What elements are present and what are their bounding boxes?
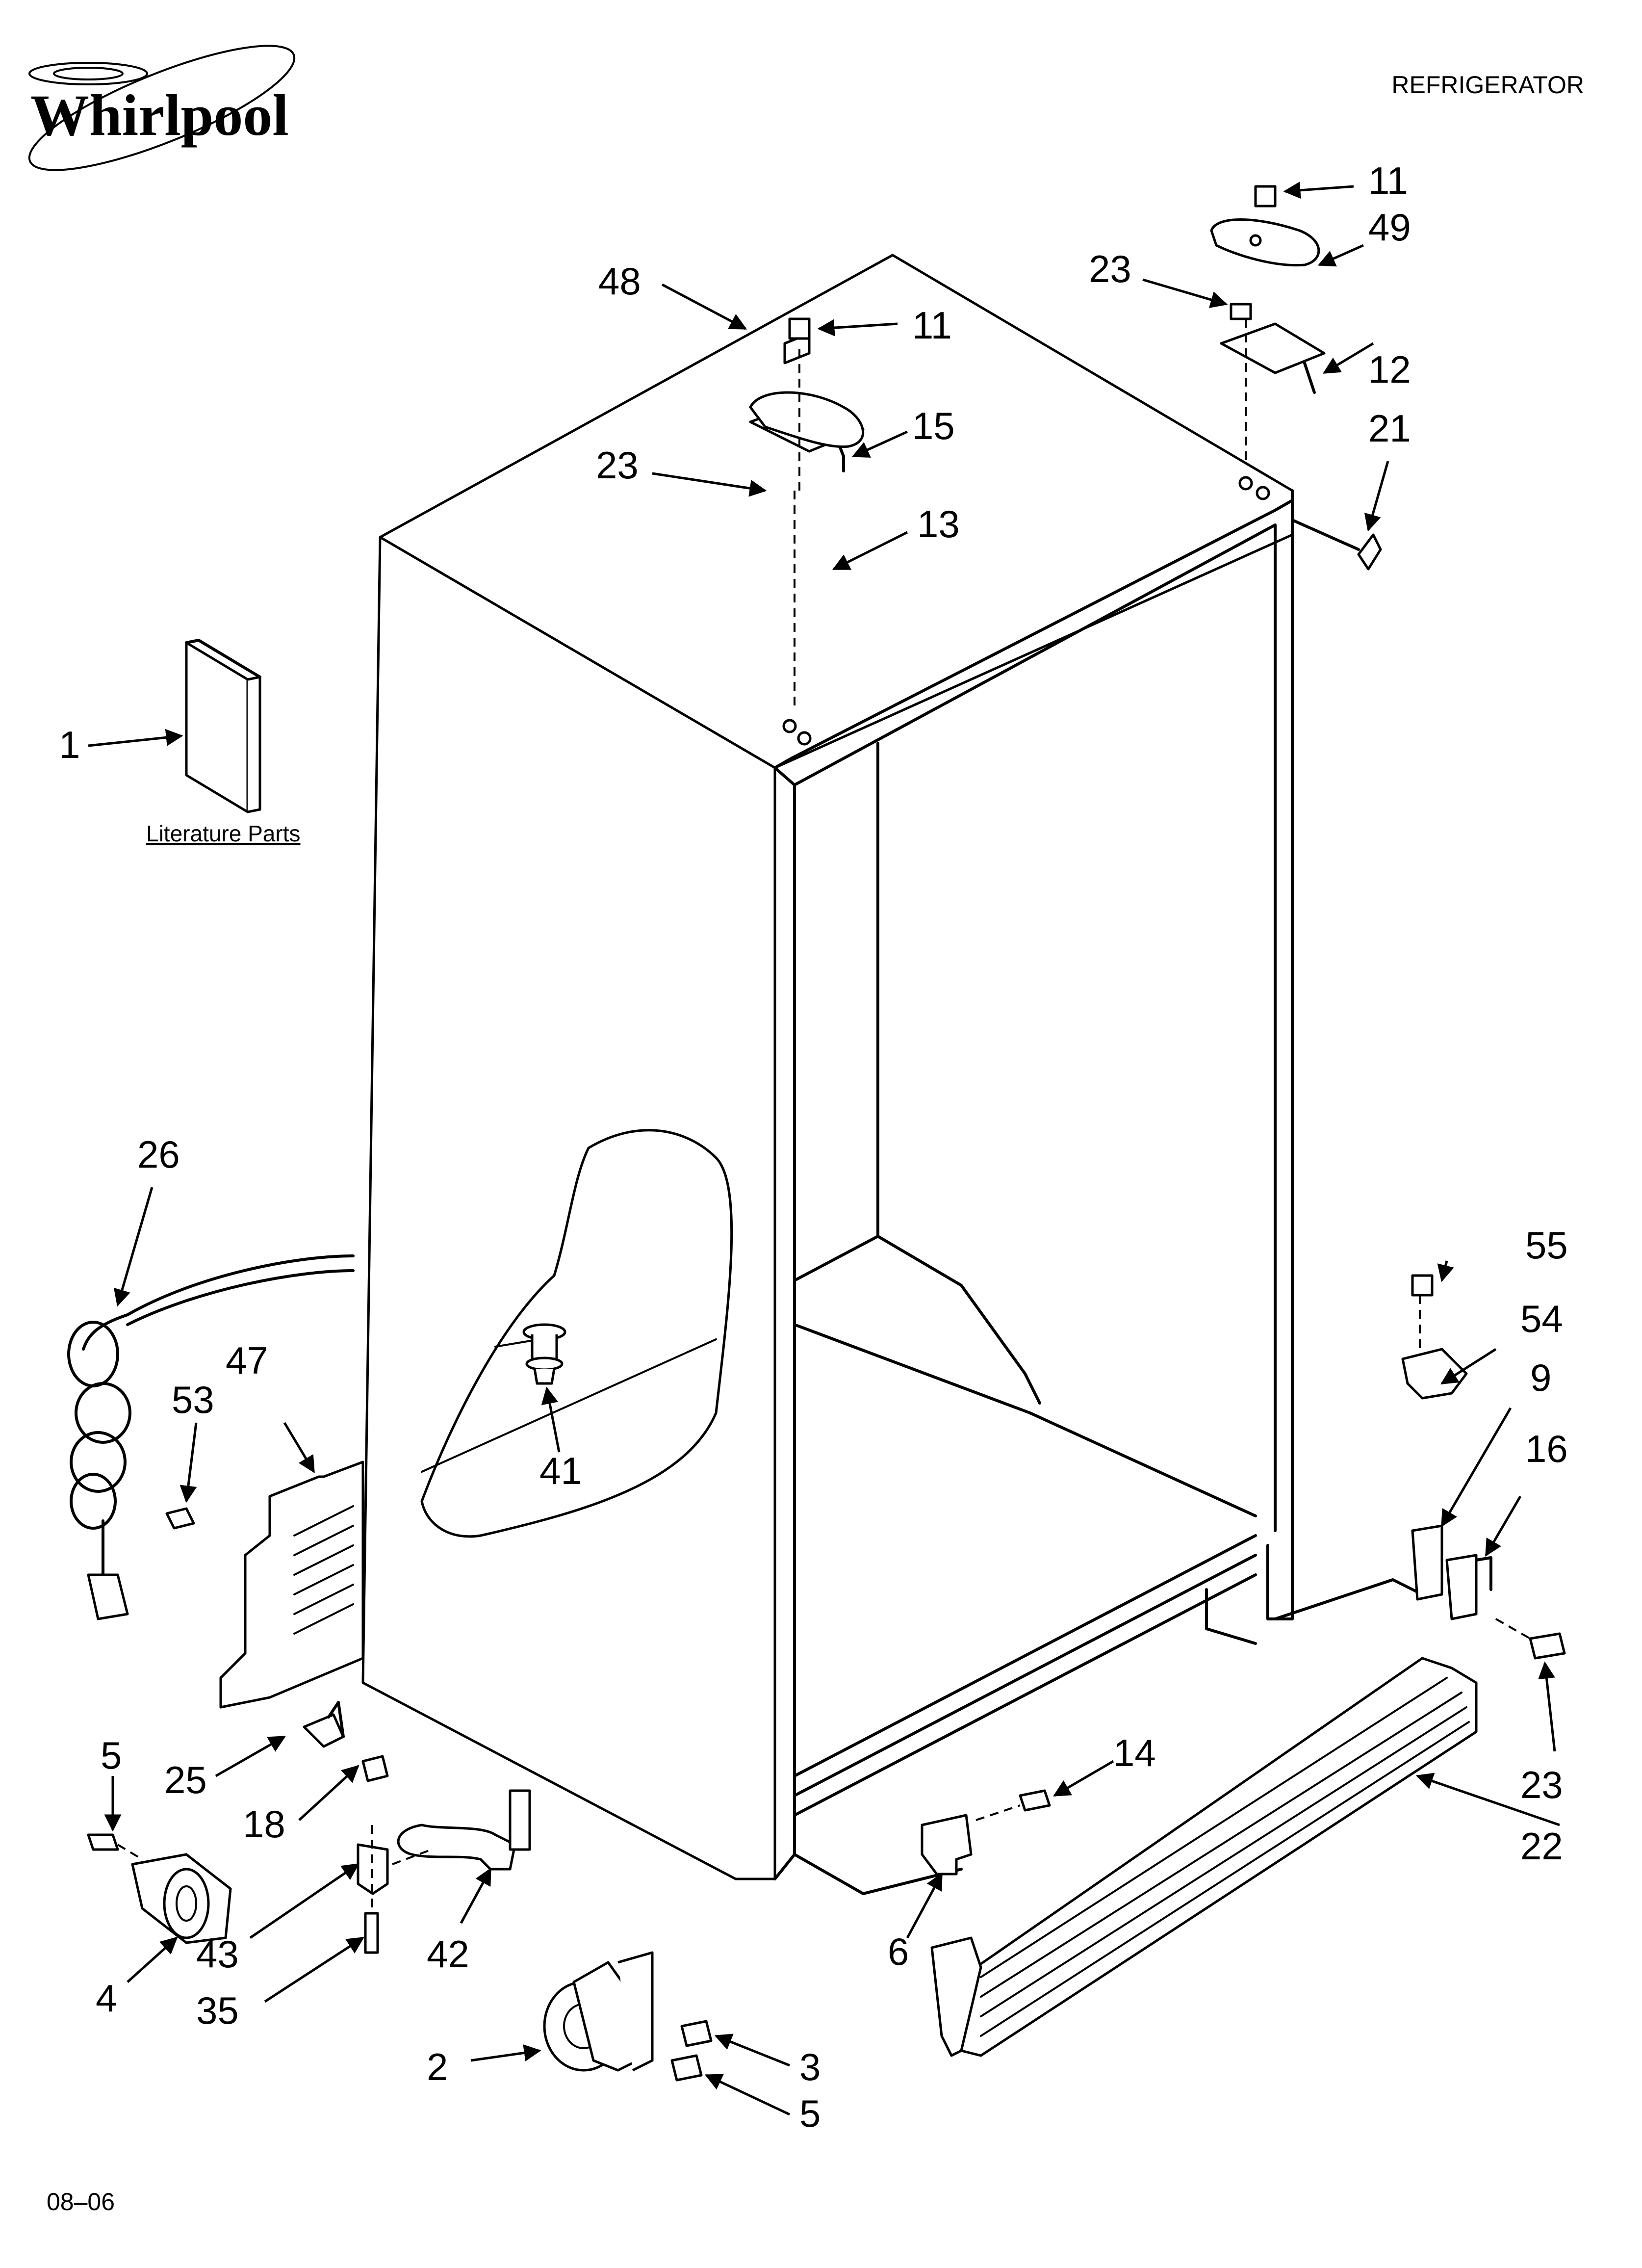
toe-grille: [921, 1657, 1478, 2057]
callout-1: 1: [59, 723, 80, 766]
callout-11: 11: [912, 304, 952, 347]
callout-55: 55: [1525, 1224, 1568, 1267]
callout-14: 14: [1113, 1731, 1156, 1774]
bottom-hinge-right: [1401, 1274, 1566, 1660]
drain-fitting: [522, 1323, 566, 1385]
literature-book: [185, 639, 261, 813]
callout-54: 54: [1520, 1297, 1563, 1340]
literature-parts-label: Literature Parts: [146, 821, 300, 846]
callout-48: 48: [598, 260, 641, 303]
whirlpool-logo: Whirlpool: [28, 45, 296, 171]
callout-35: 35: [196, 1989, 239, 2032]
callout-43: 43: [196, 1932, 239, 1976]
footer-code: 08–06: [47, 2188, 115, 2216]
callout-22: 22: [1520, 1825, 1563, 1868]
callout-53: 53: [172, 1378, 214, 1421]
callout-47: 47: [226, 1339, 268, 1382]
callout-26: 26: [137, 1133, 180, 1176]
callout-6: 6: [888, 1930, 909, 1973]
front-roller-right: [543, 1951, 713, 2082]
callout-42: 42: [427, 1932, 469, 1976]
callout-23-right: 23: [1089, 247, 1131, 290]
refrigerator-cabinet: [361, 254, 1424, 1895]
rear-grille: [165, 1460, 364, 1709]
callout-5-right: 5: [799, 2092, 821, 2135]
page-title: REFRIGERATOR: [1391, 71, 1584, 99]
callout-25: 25: [164, 1758, 207, 1801]
callout-2: 2: [427, 2045, 448, 2088]
top-hinge-left: [749, 317, 865, 706]
callout-41: 41: [539, 1449, 582, 1492]
callout-15: 15: [912, 404, 955, 447]
callout-16: 16: [1525, 1427, 1568, 1470]
callout-18: 18: [243, 1802, 285, 1846]
callout-5-left: 5: [101, 1734, 122, 1777]
power-cord: [67, 1254, 355, 1620]
callout-labels: 1 48 11 15 23 13 11 49 23 12 21 26 47 53…: [59, 159, 1568, 2135]
callout-21: 21: [1368, 407, 1411, 450]
callout-23: 23: [596, 443, 639, 487]
callout-9: 9: [1530, 1356, 1551, 1399]
drain-tube-and-bracket: [303, 1701, 531, 1954]
callout-23-bottom: 23: [1520, 1763, 1563, 1806]
callout-4: 4: [96, 1977, 117, 2020]
callout-49: 49: [1368, 206, 1411, 249]
top-hinge-right: [1210, 185, 1382, 571]
leader-lines: [88, 182, 1560, 2116]
callout-3: 3: [799, 2045, 821, 2088]
callout-11-right: 11: [1368, 159, 1408, 202]
front-roller-left: [87, 1833, 232, 1944]
brand-name: Whirlpool: [30, 82, 289, 148]
callout-13: 13: [917, 502, 960, 546]
callout-12: 12: [1368, 348, 1411, 391]
